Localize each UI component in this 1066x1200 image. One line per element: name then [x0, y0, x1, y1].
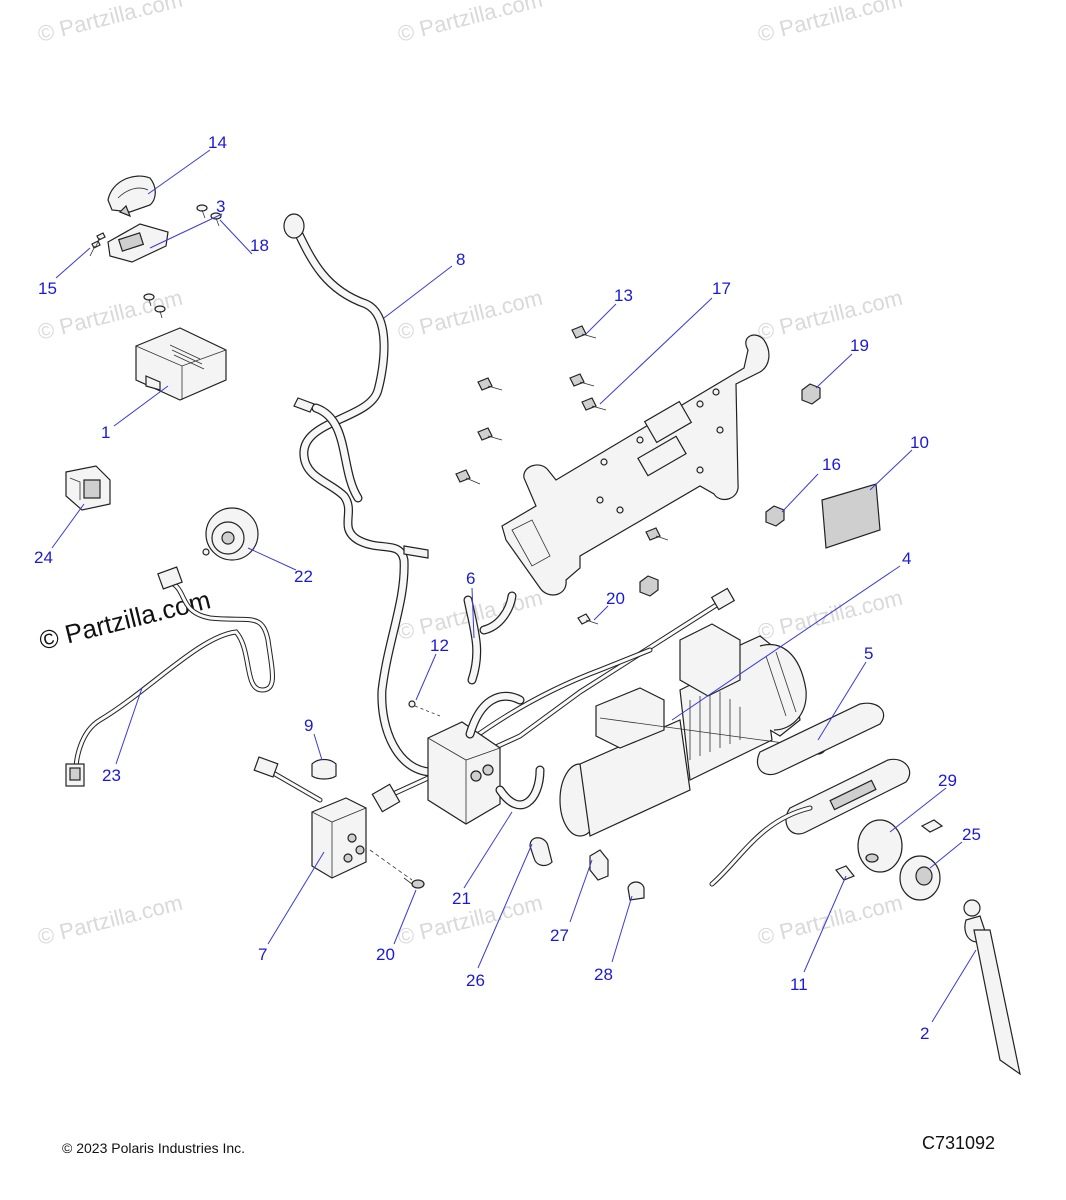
part-20-bolt	[403, 877, 425, 889]
callout-12[interactable]: 12	[430, 636, 449, 655]
copyright-text: © 2023 Polaris Industries Inc.	[62, 1140, 245, 1156]
callout-14[interactable]: 14	[208, 133, 227, 152]
part-1-control-module	[135, 327, 227, 401]
callouts: 14 3 15 18 8 1 13 17 19 10 16 24 22 4 6 …	[34, 133, 981, 1043]
callout-26[interactable]: 26	[466, 971, 485, 990]
part-29-stopper	[857, 819, 944, 873]
callout-23[interactable]: 23	[102, 766, 121, 785]
part-26-strap	[529, 837, 553, 867]
callout-5[interactable]: 5	[864, 644, 873, 663]
watermark: © Partzilla.com	[755, 890, 905, 950]
part-5-winch	[559, 623, 827, 837]
callout-17[interactable]: 17	[712, 279, 731, 298]
callout-20[interactable]: 20	[606, 589, 625, 608]
callout-15[interactable]: 15	[38, 279, 57, 298]
watermark: © Partzilla.com	[395, 285, 545, 345]
part-fairlead	[709, 702, 911, 887]
callout-8[interactable]: 8	[456, 250, 465, 269]
callout-7[interactable]: 7	[258, 945, 267, 964]
callout-13[interactable]: 13	[614, 286, 633, 305]
callout-19[interactable]: 19	[850, 336, 869, 355]
callout-25[interactable]: 25	[962, 825, 981, 844]
diagram-code: C731092	[922, 1133, 995, 1153]
watermark: © Partzilla.com	[755, 285, 905, 345]
leader-lines	[51, 149, 977, 1023]
part-23-harness	[65, 566, 275, 787]
part-2-hook-strap	[963, 899, 1021, 1076]
watermark: © Partzilla.com	[35, 0, 185, 47]
nuts	[577, 383, 821, 625]
part-3-switch-base	[107, 223, 169, 263]
part-9-clip	[311, 758, 337, 780]
callout-2[interactable]: 2	[920, 1024, 929, 1043]
watermark: © Partzilla.com	[755, 585, 905, 645]
callout-18[interactable]: 18	[250, 236, 269, 255]
bolts-13-17	[455, 325, 669, 541]
callout-20-lower[interactable]: 20	[376, 945, 395, 964]
callout-24[interactable]: 24	[34, 548, 53, 567]
part-28-clamp	[627, 881, 645, 901]
watermark: © Partzilla.com	[395, 0, 545, 47]
callout-9[interactable]: 9	[304, 716, 313, 735]
part-25-bumper	[899, 855, 941, 901]
part-8-cable	[283, 213, 435, 777]
callout-29[interactable]: 29	[938, 771, 957, 790]
callout-22[interactable]: 22	[294, 567, 313, 586]
part-11-bolt	[835, 865, 855, 881]
callout-10[interactable]: 10	[910, 433, 929, 452]
callout-4[interactable]: 4	[902, 549, 911, 568]
part-22-dial	[202, 507, 259, 561]
callout-3[interactable]: 3	[216, 197, 225, 216]
part-15-screws	[89, 232, 106, 257]
part-24-rocker-switch	[65, 465, 111, 511]
watermark: © Partzilla.com	[35, 890, 185, 950]
part-6-cable	[463, 591, 517, 685]
callout-27[interactable]: 27	[550, 926, 569, 945]
callout-11[interactable]: 11	[790, 975, 808, 994]
part-14-cover	[107, 175, 156, 218]
callout-21[interactable]: 21	[452, 889, 471, 908]
callout-1[interactable]: 1	[101, 423, 110, 442]
part-7-solenoid	[253, 756, 413, 881]
part-10-label	[821, 483, 881, 549]
watermark-strong: © Partzilla.com	[36, 584, 213, 655]
part-21-contactor	[427, 691, 545, 825]
part-12-washer	[408, 700, 441, 717]
callout-6[interactable]: 6	[466, 569, 475, 588]
callout-28[interactable]: 28	[594, 965, 613, 984]
watermark: © Partzilla.com	[755, 0, 905, 47]
part-27-clip	[589, 849, 609, 881]
callout-16[interactable]: 16	[822, 455, 841, 474]
part-17-mounting-plate	[501, 334, 770, 596]
